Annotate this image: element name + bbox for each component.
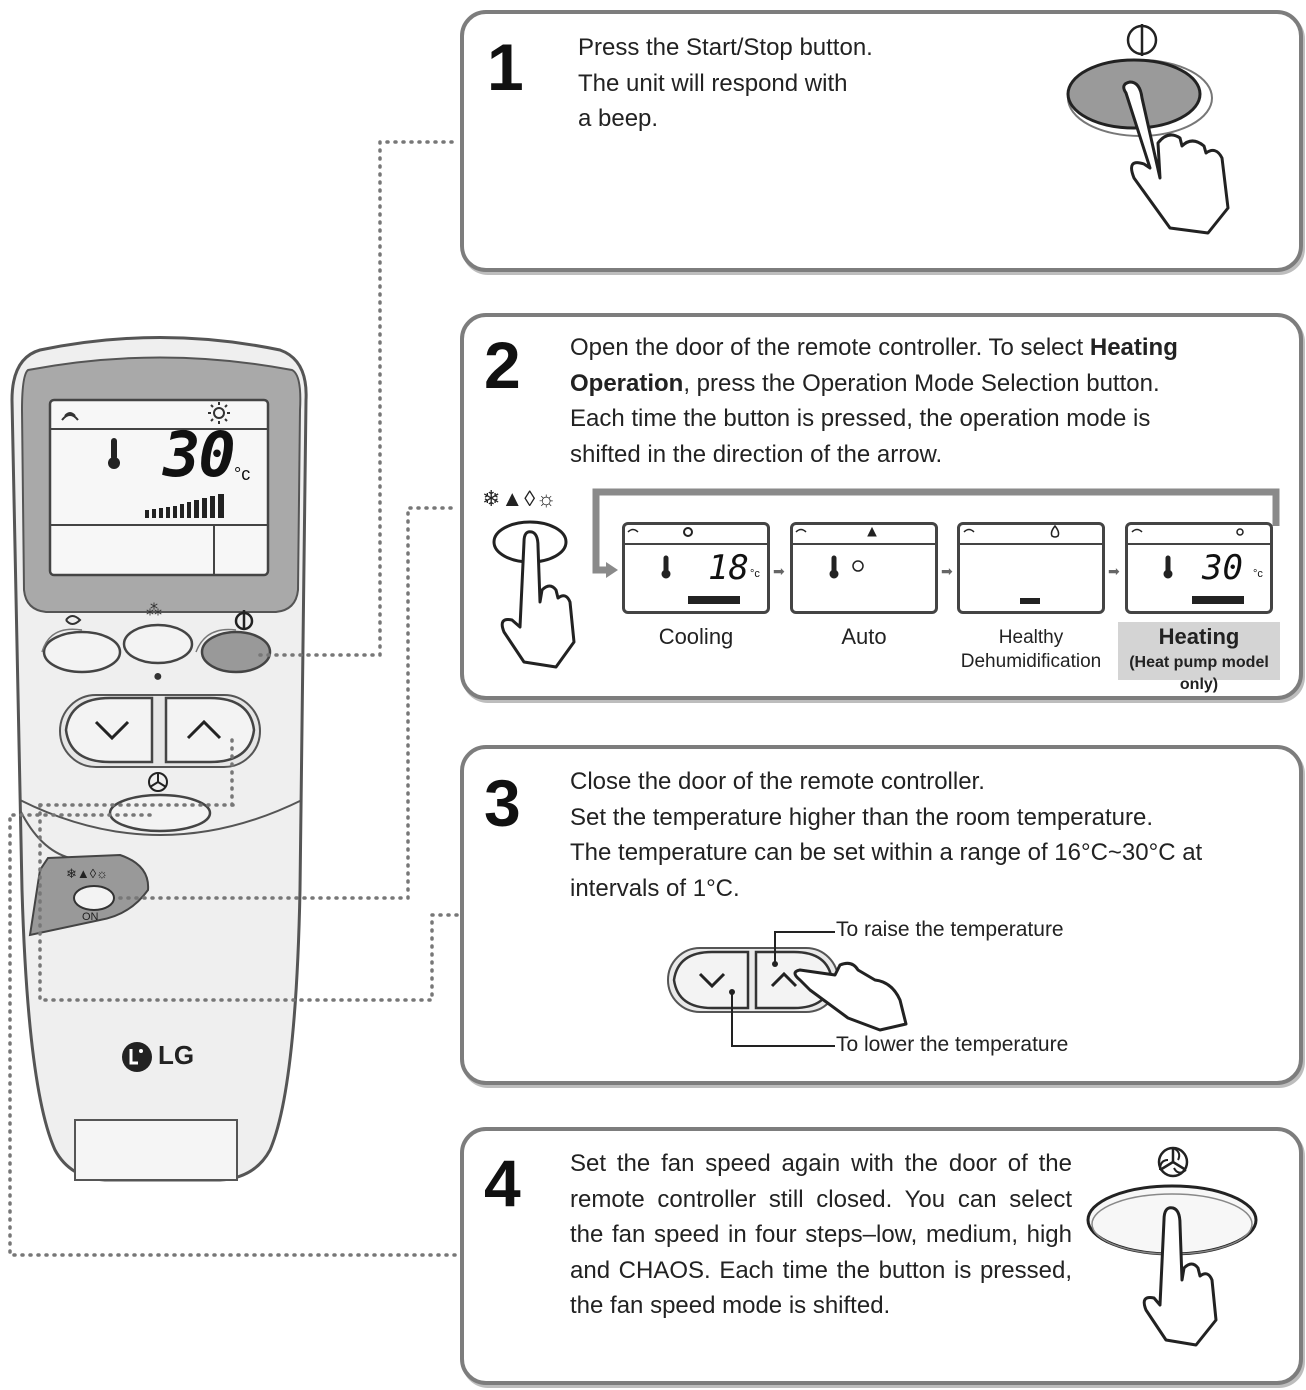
step-2-box xyxy=(460,313,1303,700)
callout-lower-temperature: To lower the temperature xyxy=(836,1033,1069,1056)
step-2-number: 2 xyxy=(484,328,521,402)
power-icon xyxy=(234,610,254,631)
callout-raise-temperature: To raise the temperature xyxy=(836,918,1064,941)
thermometer-icon xyxy=(108,438,120,469)
remote-door-mode-icons: ❄▲◊☼ xyxy=(66,866,109,881)
cooling-display-temp: 18 xyxy=(708,548,749,588)
step-1-number: 1 xyxy=(487,30,524,104)
mode-display-heating xyxy=(1125,522,1273,614)
mode-cycle-arrow xyxy=(592,488,1280,578)
step-3-number: 3 xyxy=(484,766,521,840)
start-stop-press-illustration xyxy=(1066,24,1230,235)
mode-display-contents xyxy=(627,524,1244,604)
remote-jet-icon: ⁂ xyxy=(146,602,162,619)
mode-label-heating: Heating (Heat pump model only) xyxy=(1118,622,1280,693)
mode-display-auto xyxy=(790,522,938,614)
step-1-text: Press the Start/Stop button. The unit wi… xyxy=(578,34,873,132)
remote-brand: LG xyxy=(158,1040,195,1070)
mode-label-auto: Auto xyxy=(841,624,887,649)
lg-logo xyxy=(122,1042,152,1072)
heating-display-temp: 30 xyxy=(1202,548,1243,588)
remote-thermometer-icon: ● xyxy=(153,668,163,685)
remote-door-label: ON xyxy=(82,911,99,923)
fan-level-bars xyxy=(145,494,224,518)
remote-display-temp: 30 xyxy=(163,418,236,491)
step-4-text: Set the fan speed again with the door of… xyxy=(570,1150,1072,1319)
power-icon xyxy=(1126,24,1158,56)
sun-icon xyxy=(208,402,230,424)
fan-button-press-illustration xyxy=(1086,1146,1258,1347)
mode-label-cooling: Cooling xyxy=(658,624,734,649)
step-2-text: Open the door of the remote controller. … xyxy=(570,334,1178,468)
heating-display-unit: °c xyxy=(1253,568,1263,580)
temp-buttons-illustration xyxy=(667,931,908,1047)
fan-icon xyxy=(148,772,168,792)
fan-icon xyxy=(1157,1146,1189,1178)
step-4-number: 4 xyxy=(484,1146,521,1220)
arrow-right-icon: ➡ xyxy=(1108,563,1120,579)
arrow-right-icon: ➡ xyxy=(773,563,785,579)
swing-icon xyxy=(65,615,82,625)
mode-button-press-illustration xyxy=(492,520,576,669)
cooling-display-unit: °c xyxy=(750,568,760,580)
step-3-text: Close the door of the remote controller.… xyxy=(570,768,1203,902)
remote-display-unit: °c xyxy=(234,464,251,484)
remote-controller xyxy=(10,336,308,1182)
mode-icons-row: ❄▲◊☼ xyxy=(482,486,558,511)
arrow-right-icon: ➡ xyxy=(941,563,953,579)
mode-label-dehumidification: Healthy Dehumidification xyxy=(960,627,1102,672)
